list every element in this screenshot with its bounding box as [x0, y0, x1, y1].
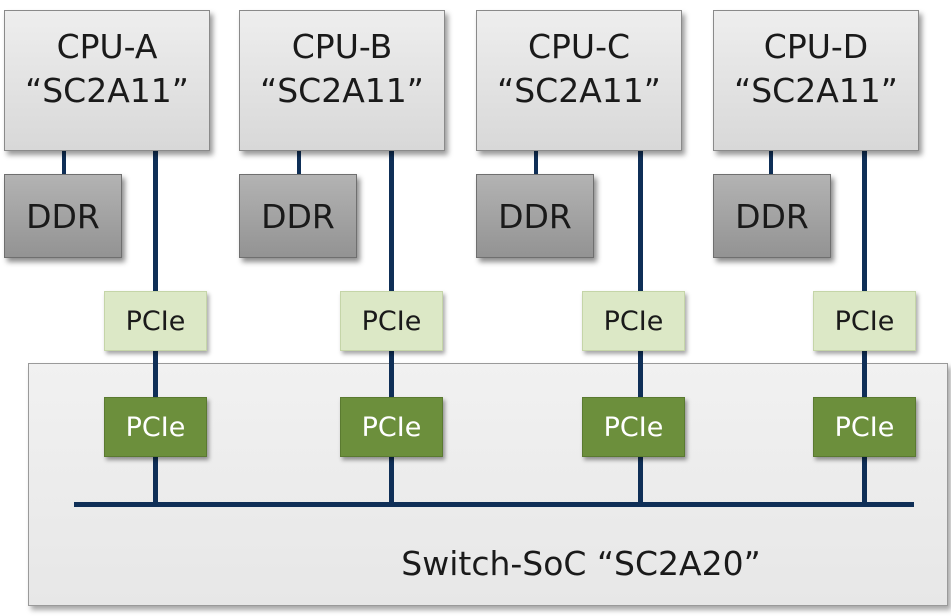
cpu-a-pcie-endpoint-label: PCIe [125, 305, 186, 337]
cpu-d-pcie-endpoint-label: PCIe [834, 305, 895, 337]
cpu-a-pcie-endpoint: PCIe [104, 291, 207, 351]
cpu-c-pcie-endpoint-label: PCIe [603, 305, 664, 337]
switch-pcie-port-d: PCIe [813, 397, 916, 457]
cpu-d-ddr: DDR [713, 174, 831, 258]
switch-pcie-port-b: PCIe [340, 397, 443, 457]
switch-pcie-port-d-label: PCIe [834, 411, 895, 443]
cpu-d-ddr-link [769, 150, 773, 174]
switch-soc-label: Switch-SoC “SC2A20” [401, 544, 761, 583]
cpu-d-name: CPU-D [763, 27, 869, 66]
cpu-a-name: CPU-A [56, 27, 158, 66]
cpu-a-ddr-label: DDR [26, 196, 100, 236]
cpu-c-box: CPU-C “SC2A11” [476, 10, 682, 151]
cpu-c-name: CPU-C [527, 27, 631, 66]
cpu-d-pcie-endpoint: PCIe [813, 291, 916, 351]
cpu-c-chip: “SC2A11” [497, 71, 661, 110]
cpu-a-chip: “SC2A11” [25, 71, 189, 110]
cpu-d-ddr-label: DDR [735, 196, 809, 236]
switch-pcie-port-a-label: PCIe [125, 411, 186, 443]
switch-pcie-port-a: PCIe [104, 397, 207, 457]
cpu-b-ddr-link [297, 150, 301, 174]
cpu-b-box: CPU-B “SC2A11” [239, 10, 445, 151]
cpu-c-ddr-label: DDR [498, 196, 572, 236]
cpu-a-ddr: DDR [4, 174, 122, 258]
cpu-b-ddr: DDR [239, 174, 357, 258]
cpu-d-chip: “SC2A11” [734, 71, 898, 110]
cpu-b-ddr-label: DDR [261, 196, 335, 236]
cpu-a-box: CPU-A “SC2A11” [4, 10, 210, 151]
cpu-d-box: CPU-D “SC2A11” [713, 10, 919, 151]
internal-bus-line [74, 502, 914, 507]
cpu-c-ddr-link [534, 150, 538, 174]
cpu-c-pcie-endpoint: PCIe [582, 291, 685, 351]
switch-pcie-port-b-label: PCIe [361, 411, 422, 443]
cpu-c-ddr: DDR [476, 174, 594, 258]
cpu-b-chip: “SC2A11” [260, 71, 424, 110]
cpu-a-ddr-link [62, 150, 66, 174]
cpu-b-pcie-endpoint-label: PCIe [361, 305, 422, 337]
cpu-b-pcie-endpoint: PCIe [340, 291, 443, 351]
switch-pcie-port-c: PCIe [582, 397, 685, 457]
cpu-b-name: CPU-B [291, 27, 393, 66]
switch-pcie-port-c-label: PCIe [603, 411, 664, 443]
